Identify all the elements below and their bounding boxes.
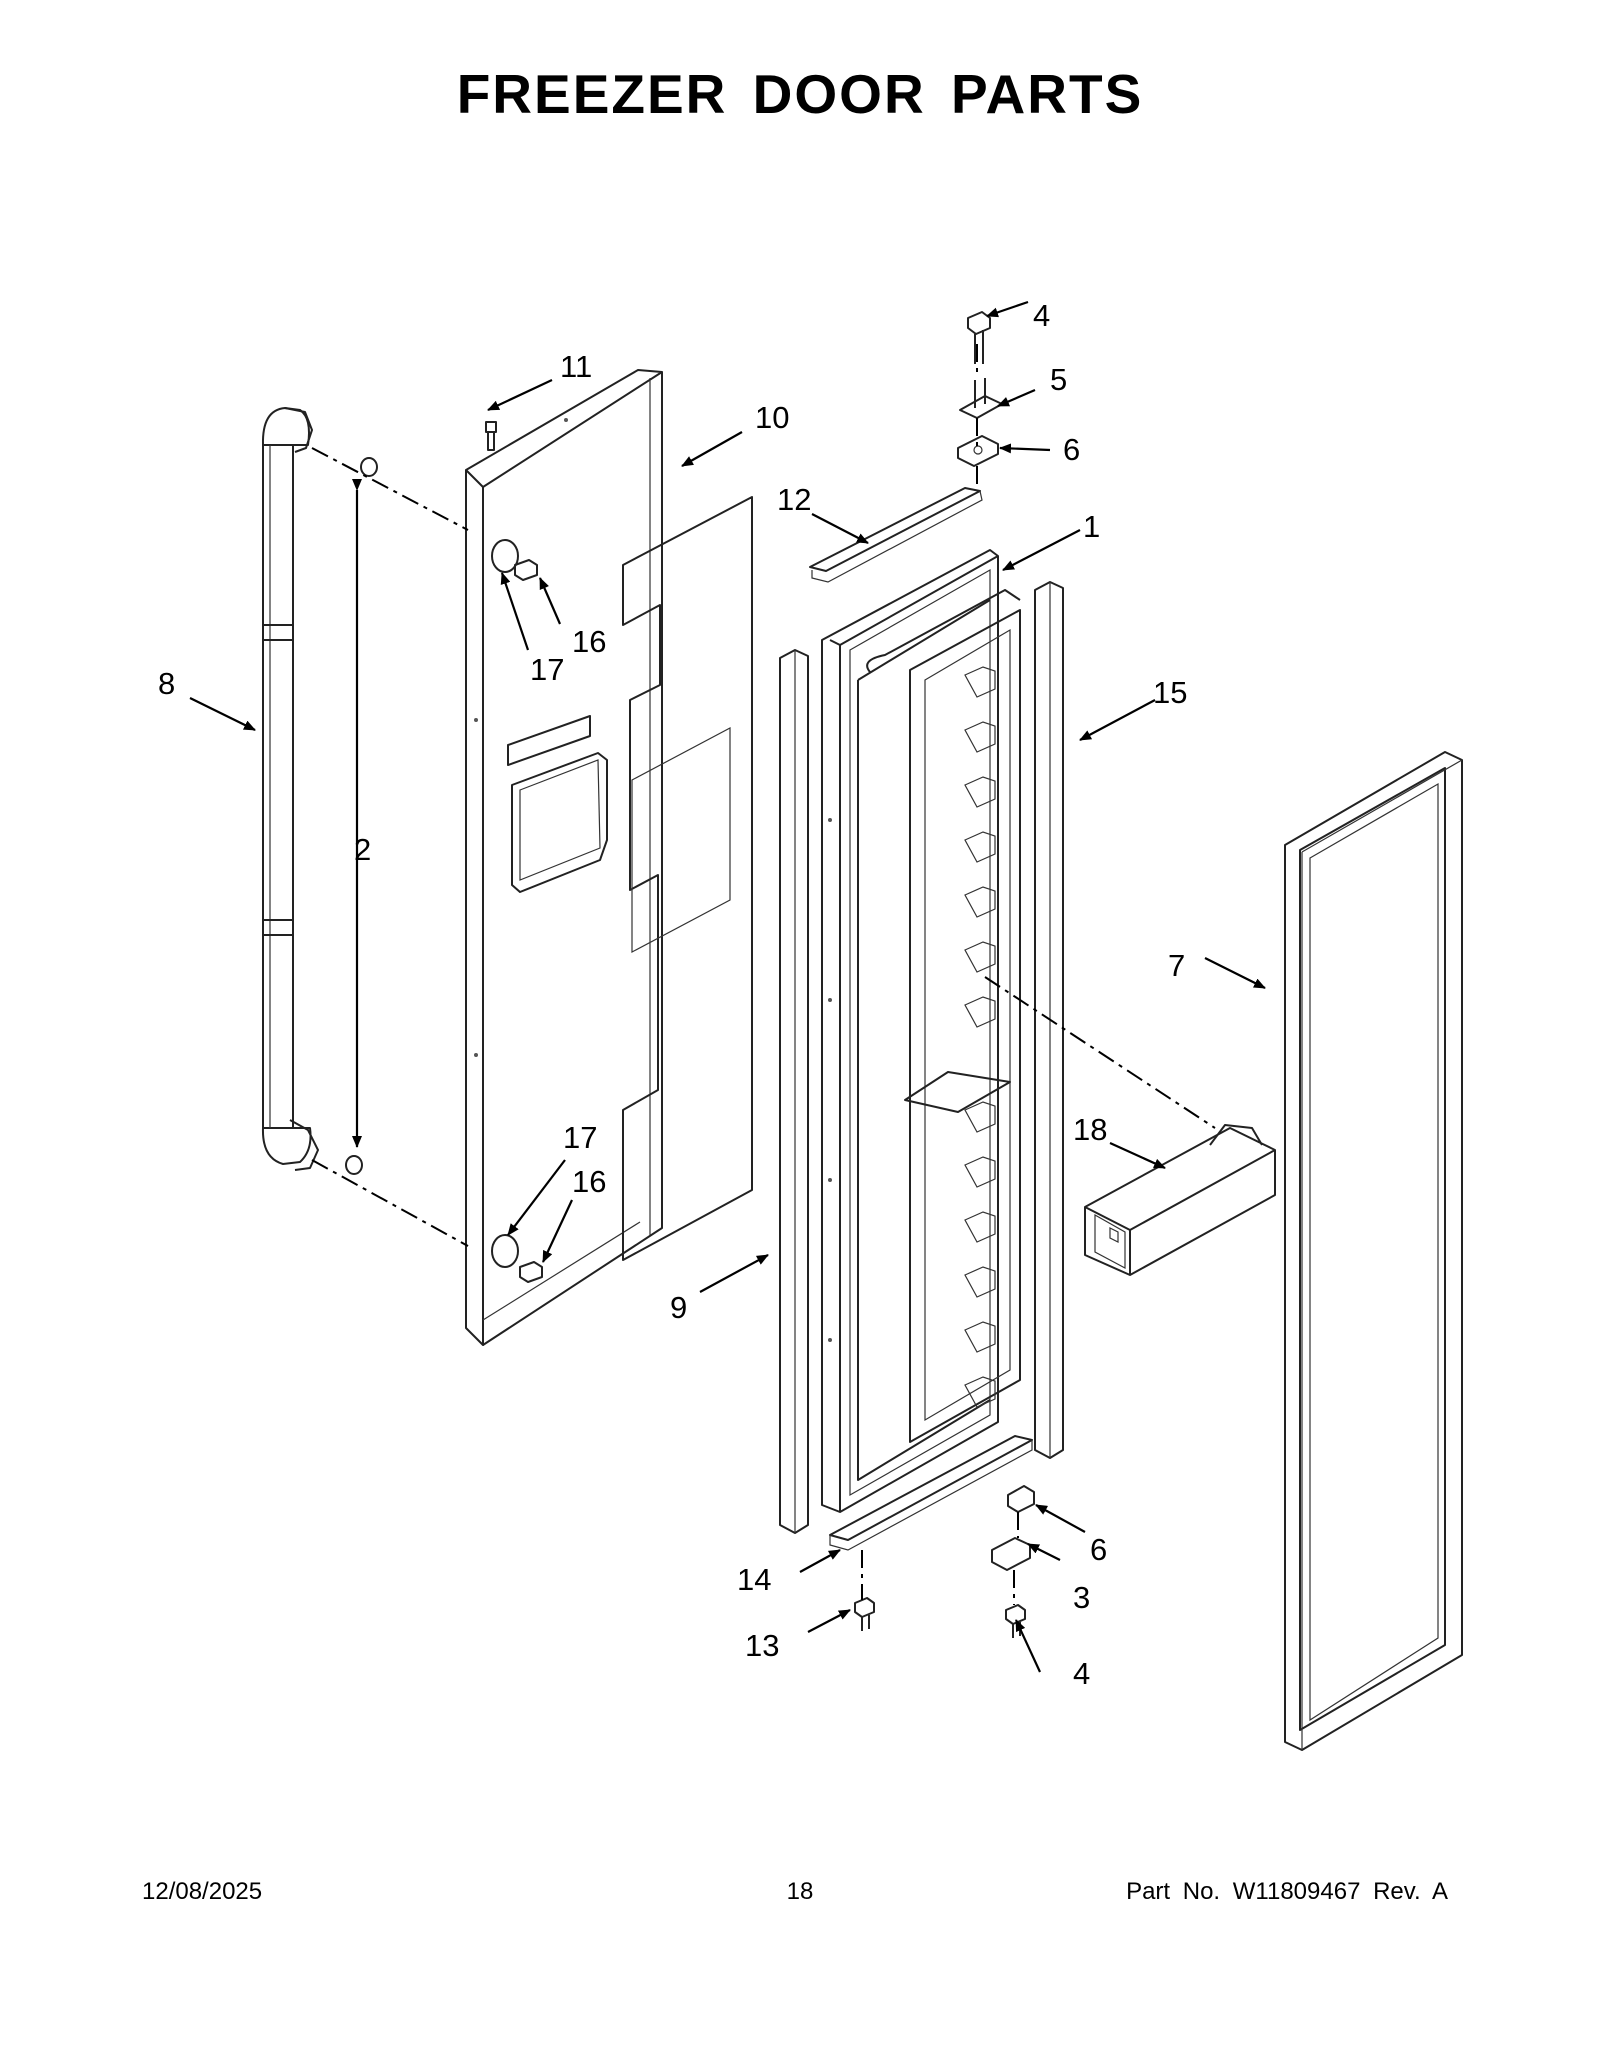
insulation-panel — [622, 496, 753, 1261]
callout-labels: 1 2 3 4 4 5 6 6 7 8 9 10 11 12 13 14 15 … — [158, 298, 1187, 1691]
callout-5: 5 — [1050, 362, 1067, 397]
callout-11: 11 — [560, 349, 592, 384]
callout-3: 3 — [1073, 1580, 1090, 1615]
callout-6-top: 6 — [1063, 432, 1080, 467]
callout-16-bottom: 16 — [572, 1164, 606, 1199]
callout-12: 12 — [777, 482, 811, 517]
footer-page-number: 18 — [786, 1878, 814, 1905]
callout-13: 13 — [745, 1628, 779, 1663]
leader-lines — [189, 300, 1266, 1673]
callout-16-top: 16 — [572, 624, 606, 659]
bottom-hinge-assembly — [854, 1485, 1035, 1638]
bottom-door-cap — [829, 1435, 1033, 1551]
alignment-lines — [311, 344, 1216, 1605]
footer-part-number: Part No. W11809467 Rev. A — [1126, 1878, 1448, 1905]
top-door-cap — [809, 487, 983, 583]
callout-4-top: 4 — [1033, 298, 1050, 333]
handle-screws — [345, 457, 378, 1175]
door-liner — [821, 549, 1021, 1513]
page-title: FREEZER DOOR PARTS — [456, 63, 1144, 125]
callout-8: 8 — [158, 666, 175, 701]
callout-6-bottom: 6 — [1090, 1532, 1107, 1567]
callout-2: 2 — [354, 832, 371, 867]
handle-mount-screws — [514, 559, 543, 1283]
callout-4-bottom: 4 — [1073, 1656, 1090, 1691]
door-handle — [261, 407, 319, 1171]
door-gasket — [1284, 751, 1463, 1751]
callout-18: 18 — [1073, 1112, 1107, 1147]
callout-15: 15 — [1153, 675, 1187, 710]
left-door-trim — [779, 649, 809, 1534]
callout-17-top: 17 — [530, 652, 564, 687]
callout-14: 14 — [737, 1562, 771, 1597]
outer-door-panel — [465, 369, 663, 1346]
callout-1: 1 — [1083, 509, 1100, 544]
top-hinge-assembly — [957, 311, 1003, 467]
callout-17-bottom: 17 — [563, 1120, 597, 1155]
door-bin — [1084, 1124, 1276, 1276]
callout-9: 9 — [670, 1290, 687, 1325]
callout-10: 10 — [755, 400, 789, 435]
callout-7: 7 — [1168, 948, 1185, 983]
footer-date: 12/08/2025 — [142, 1878, 263, 1905]
